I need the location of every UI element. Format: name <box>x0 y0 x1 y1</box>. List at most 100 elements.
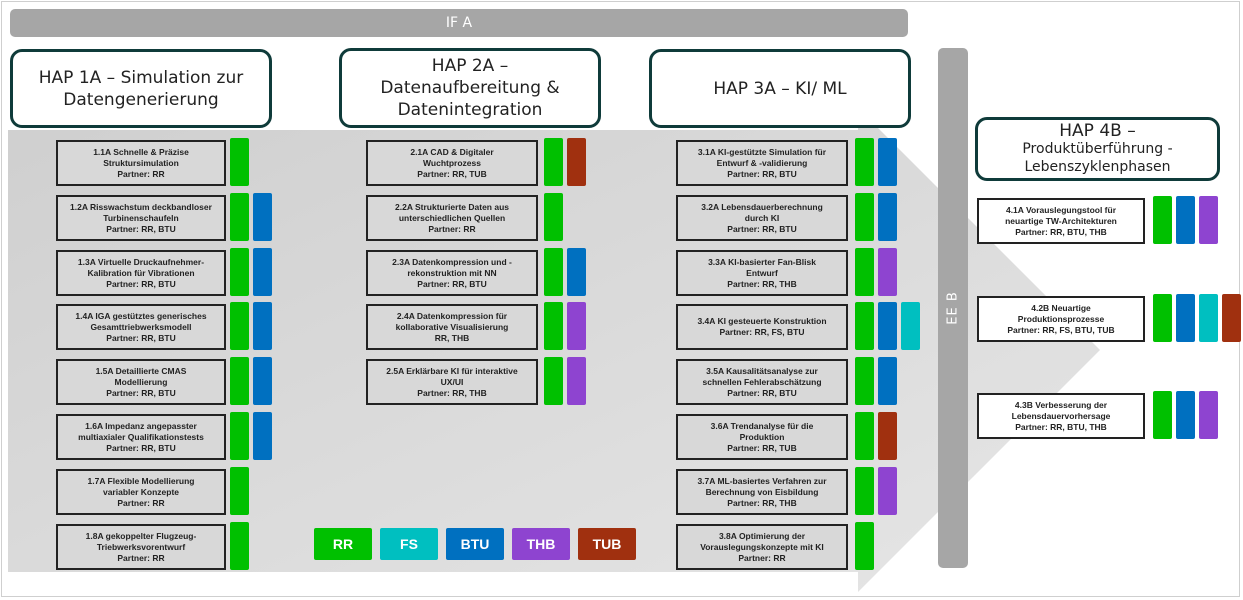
task-title: 4.3B Verbesserung der <box>1014 399 1108 410</box>
partner-chip-tub <box>1222 294 1241 342</box>
partner-chips <box>1153 391 1218 439</box>
partner-chips <box>230 467 249 515</box>
task-box: 2.3A Datenkompression und -rekonstruktio… <box>366 250 538 296</box>
partner-chips <box>544 138 586 186</box>
task-title: 2.2A Strukturierte Daten aus <box>395 201 509 212</box>
partner-chip-thb <box>878 467 897 515</box>
task-title: 2.5A Erklärbare KI für interaktive <box>386 365 518 376</box>
task-title: Modellierung <box>114 376 168 387</box>
task-title: 2.3A Datenkompression und - <box>392 256 512 267</box>
task-partner: Partner: RR, BTU <box>106 332 176 343</box>
partner-chip-fs <box>901 302 920 350</box>
top-bar-label: IF A <box>445 15 473 31</box>
partner-chips <box>855 302 920 350</box>
partner-chip-rr <box>230 522 249 570</box>
partner-chip-btu <box>567 248 586 296</box>
task-title: Entwurf & -validierung <box>716 157 808 168</box>
task-title: rekonstruktion mit NN <box>407 267 497 278</box>
partner-chip-rr <box>544 357 563 405</box>
partner-chips <box>544 357 586 405</box>
partner-chips <box>855 412 897 460</box>
task-partner: Partner: RR, FS, BTU <box>719 327 805 337</box>
partner-chip-rr <box>230 193 249 241</box>
task-title: UX/UI <box>440 376 464 387</box>
partner-chip-btu <box>253 357 272 405</box>
task-partner: Partner: RR <box>428 223 476 234</box>
partner-chips <box>230 412 272 460</box>
partner-chip-thb <box>567 357 586 405</box>
task-title: 3.5A Kausalitätsanalyse zur <box>706 365 818 376</box>
partner-chip-rr <box>230 412 249 460</box>
partner-chip-rr <box>544 302 563 350</box>
top-bar-if-a: IF A <box>10 9 908 37</box>
task-partner: Partner: RR, BTU <box>106 223 176 234</box>
task-title: schnellen Fehlerabschätzung <box>702 376 822 387</box>
partner-chip-tub <box>567 138 586 186</box>
partner-chip-rr <box>230 138 249 186</box>
partner-chips <box>855 522 874 570</box>
task-title: 1.6A Impedanz angepasster <box>85 420 197 431</box>
partner-chip-rr <box>855 138 874 186</box>
partner-chip-rr <box>855 193 874 241</box>
legend-item-tub: TUB <box>578 528 636 560</box>
hap-1a-header: HAP 1A – Simulation zur Datengenerierung <box>10 49 272 128</box>
partner-chip-fs <box>1199 294 1218 342</box>
task-title: 1.5A Detaillierte CMAS <box>95 365 187 376</box>
partner-chips <box>230 357 272 405</box>
partner-chip-btu <box>1176 391 1195 439</box>
task-partner: Partner: RR, BTU <box>727 223 797 234</box>
partner-chips <box>230 302 272 350</box>
partner-chips <box>544 193 563 241</box>
task-title: 4.1A Vorauslegungstool für <box>1005 204 1117 215</box>
hap-4b-title: HAP 4B – <box>1059 121 1136 141</box>
task-title: Lebensdauervorhersage <box>1011 410 1111 421</box>
task-partner: Partner: RR, BTU <box>106 387 176 398</box>
partner-chips <box>855 138 897 186</box>
partner-chip-btu <box>253 248 272 296</box>
task-partner: Partner: RR, BTU <box>727 168 797 179</box>
task-partner: Partner: RR <box>117 168 165 179</box>
partner-chips <box>855 248 897 296</box>
partner-chips <box>855 193 897 241</box>
partner-chip-btu <box>878 138 897 186</box>
task-title: 3.3A KI-basierter Fan-Blisk <box>708 256 816 267</box>
task-title: Produktionsprozesse <box>1017 313 1105 324</box>
partner-chip-rr <box>1153 391 1172 439</box>
task-title: Triebwerksvorentwurf <box>96 541 186 552</box>
side-bar-label: EE B <box>945 291 961 325</box>
partner-chip-btu <box>878 193 897 241</box>
task-title: Berechnung von Eisbildung <box>705 486 819 497</box>
partner-chip-rr <box>855 302 874 350</box>
partner-chip-rr <box>230 467 249 515</box>
partner-chip-rr <box>544 138 563 186</box>
legend-item-rr: RR <box>314 528 372 560</box>
partner-chip-btu <box>1176 294 1195 342</box>
partner-chip-rr <box>855 248 874 296</box>
partner-chip-rr <box>230 357 249 405</box>
task-box: 1.8A gekoppelter Flugzeug-Triebwerksvore… <box>56 524 226 570</box>
partner-chip-tub <box>878 412 897 460</box>
partner-chips <box>230 522 249 570</box>
task-title: Turbinenschaufeln <box>103 212 179 223</box>
partner-chip-btu <box>1176 196 1195 244</box>
task-title: 1.4A IGA gestütztes generisches <box>75 310 207 321</box>
task-title: Produktion <box>739 431 785 442</box>
partner-chip-thb <box>1199 391 1218 439</box>
partner-chip-rr <box>855 467 874 515</box>
task-partner: Partner: RR, BTU <box>727 387 797 398</box>
task-partner: Partner: RR, BTU <box>417 278 487 289</box>
task-partner: Partner: RR <box>117 552 165 563</box>
task-title: 2.4A Datenkompression für <box>396 310 508 321</box>
